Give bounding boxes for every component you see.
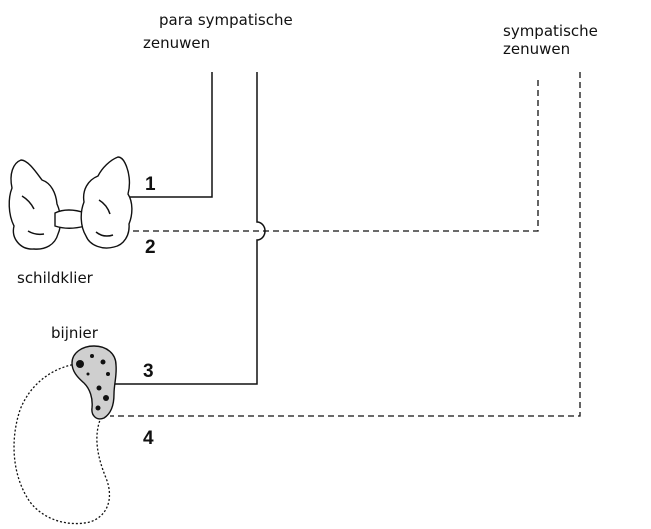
nerve-number-1: 1 xyxy=(145,174,156,195)
sympathetic-label-line1: sympatische xyxy=(503,22,598,40)
sympathetic-nerve-4 xyxy=(110,72,580,416)
thyroid-label: schildklier xyxy=(17,269,94,287)
adrenal-label: bijnier xyxy=(51,324,99,342)
thyroid-isthmus xyxy=(55,210,85,228)
thyroid-gland xyxy=(9,157,132,249)
parasympathetic-nerve-1 xyxy=(120,72,212,197)
nerve-number-2: 2 xyxy=(145,237,156,258)
sympathetic-label-line2: zenuwen xyxy=(503,40,570,58)
parasympathetic-nerve-3 xyxy=(112,72,265,384)
parasympathetic-label-line1: para sympatische xyxy=(159,11,293,29)
parasympathetic-label-line2: zenuwen xyxy=(143,34,210,52)
nerve-number-3: 3 xyxy=(143,361,154,382)
nerve-number-4: 4 xyxy=(143,428,154,449)
thyroid-left-lobe xyxy=(9,160,60,249)
sympathetic-nerve-2 xyxy=(128,80,538,231)
thyroid-right-lobe xyxy=(81,157,132,248)
